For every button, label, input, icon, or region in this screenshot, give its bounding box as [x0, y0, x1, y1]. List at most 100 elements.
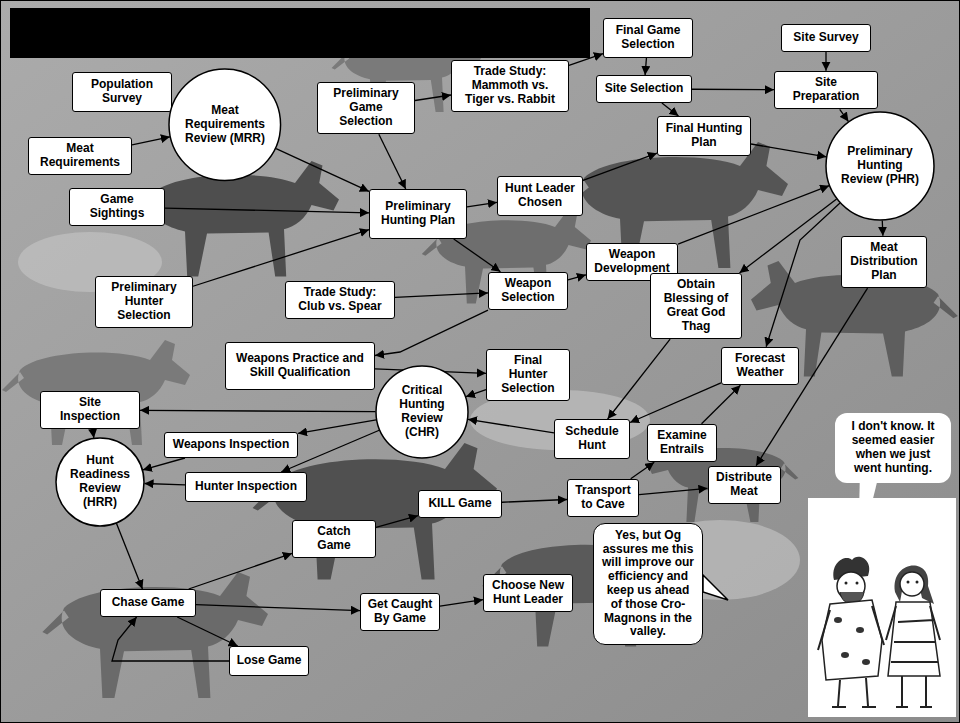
- connector-arrow: [692, 89, 774, 91]
- speech-tail: [703, 575, 728, 600]
- connector-arrow: [608, 339, 670, 419]
- connector-arrow: [454, 239, 501, 272]
- connector-arrow: [165, 208, 369, 213]
- connector-arrow: [395, 293, 488, 297]
- connector-arrow: [112, 617, 229, 661]
- node-text: Preliminary Hunting Plan: [377, 200, 460, 228]
- review-circle: Preliminary Hunting Review (PHR): [825, 111, 935, 221]
- circle-outline: [169, 69, 281, 181]
- caveman-figure: [841, 652, 849, 658]
- process-box: Get Caught By Game: [360, 593, 440, 632]
- process-box: Trade Study: Mammoth vs. Tiger vs. Rabbi…: [451, 60, 569, 112]
- connector-arrow: [376, 516, 418, 528]
- process-box: Distribute Meat: [708, 466, 781, 505]
- node-text: Meat Requirements Review (MRR): [183, 104, 267, 145]
- node-text: Weapons Inspection: [172, 438, 291, 452]
- process-box: Preliminary Hunter Selection: [95, 276, 193, 328]
- process-box: Game Sightings: [69, 188, 165, 227]
- caveman-figure: [856, 582, 859, 585]
- node-text: Forecast Weather: [729, 352, 792, 380]
- review-circle: Critical Hunting Review (CHR): [375, 365, 469, 459]
- connector-arrow: [132, 137, 170, 145]
- process-box: Final Game Selection: [603, 18, 693, 58]
- connector-arrow: [466, 390, 486, 397]
- process-box: Examine Entrails: [647, 424, 717, 463]
- process-box: Meat Distribution Plan: [841, 236, 927, 288]
- circle-outline: [376, 366, 468, 458]
- connector-arrow: [825, 52, 826, 71]
- node-text: Meat Distribution Plan: [849, 241, 920, 282]
- node-text: Yes, but Og assures me this will improve…: [601, 529, 696, 639]
- connector-arrow: [189, 553, 292, 589]
- process-box: Site Inspection: [40, 391, 140, 430]
- connector-arrow: [298, 420, 376, 434]
- connector-arrow: [177, 617, 238, 646]
- node-text: Schedule Hunt: [562, 425, 623, 453]
- connector-arrow: [415, 95, 451, 101]
- process-box: Lose Game: [229, 646, 309, 676]
- speech-tail: [858, 470, 880, 560]
- circle-outline: [56, 438, 144, 526]
- node-text: Preliminary Game Selection: [325, 87, 408, 128]
- connector-arrow: [116, 523, 142, 589]
- node-text: Chase Game: [108, 596, 189, 610]
- process-box: Hunter Inspection: [185, 472, 307, 502]
- node-text: Hunter Inspection: [193, 480, 300, 494]
- process-box: Trade Study: Club vs. Spear: [285, 281, 395, 320]
- connector-arrow: [840, 109, 849, 121]
- cavewoman-figure: [895, 566, 934, 604]
- connector-arrow: [583, 153, 657, 180]
- node-text: Site Preparation: [782, 76, 871, 104]
- node-text: Obtain Blessing of Great God Thag: [658, 278, 735, 333]
- connector-arrow: [751, 144, 826, 157]
- connector-arrow: [630, 383, 721, 423]
- connector-arrow: [882, 220, 884, 235]
- review-circle: Hunt Readiness Review (HRR): [55, 437, 145, 527]
- connector-arrow: [766, 203, 840, 347]
- connector-arrow: [379, 134, 406, 189]
- connector-arrow: [144, 484, 185, 485]
- connector-arrow: [568, 275, 586, 280]
- cavewoman-figure: [900, 572, 924, 596]
- process-box: Catch Game: [292, 520, 376, 559]
- node-text: Hunt Leader Chosen: [505, 182, 576, 210]
- node-text: Lose Game: [237, 654, 302, 668]
- connector-arrow: [639, 488, 708, 494]
- connector-arrow: [631, 462, 655, 478]
- process-box: Meat Requirements: [28, 137, 132, 176]
- node-text: Meat Requirements: [36, 142, 125, 170]
- process-box: Population Survey: [72, 72, 172, 112]
- node-text: Site Survey: [789, 31, 864, 45]
- cave-animal: [42, 572, 268, 698]
- review-circle: Meat Requirements Review (MRR): [168, 68, 282, 182]
- process-box: Forecast Weather: [721, 347, 799, 386]
- connector-arrow: [702, 385, 741, 423]
- process-box: Weapons Practice and Skill Qualification: [225, 342, 375, 390]
- connector-arrow: [467, 202, 497, 206]
- process-box: Chase Game: [100, 589, 196, 617]
- node-text: Transport to Cave: [575, 484, 632, 512]
- process-box: Weapons Inspection: [164, 432, 298, 458]
- connector-arrow: [662, 103, 679, 116]
- node-text: Choose New Hunt Leader: [491, 579, 566, 607]
- node-text: Weapons Practice and Skill Qualification: [233, 352, 368, 380]
- connector-arrow: [440, 600, 483, 606]
- cavewoman-figure: [907, 581, 910, 584]
- connector-arrow: [645, 58, 646, 75]
- connector-arrow: [468, 419, 554, 433]
- connector-arrow: [276, 149, 369, 192]
- connector-arrow: [678, 186, 829, 245]
- node-text: Site Selection: [604, 82, 685, 96]
- process-box: Obtain Blessing of Great God Thag: [650, 273, 742, 339]
- process-box: Site Selection: [596, 75, 692, 103]
- caveman-figure: [834, 617, 842, 623]
- caveman-figure: [845, 582, 848, 585]
- connector-arrow: [93, 429, 94, 438]
- process-box: Choose New Hunt Leader: [483, 574, 573, 613]
- title-bar: [10, 8, 590, 58]
- node-text: KILL Game: [426, 497, 495, 511]
- node-text: Preliminary Hunting Review (PHR): [840, 145, 921, 186]
- caveman-figure: [818, 606, 884, 707]
